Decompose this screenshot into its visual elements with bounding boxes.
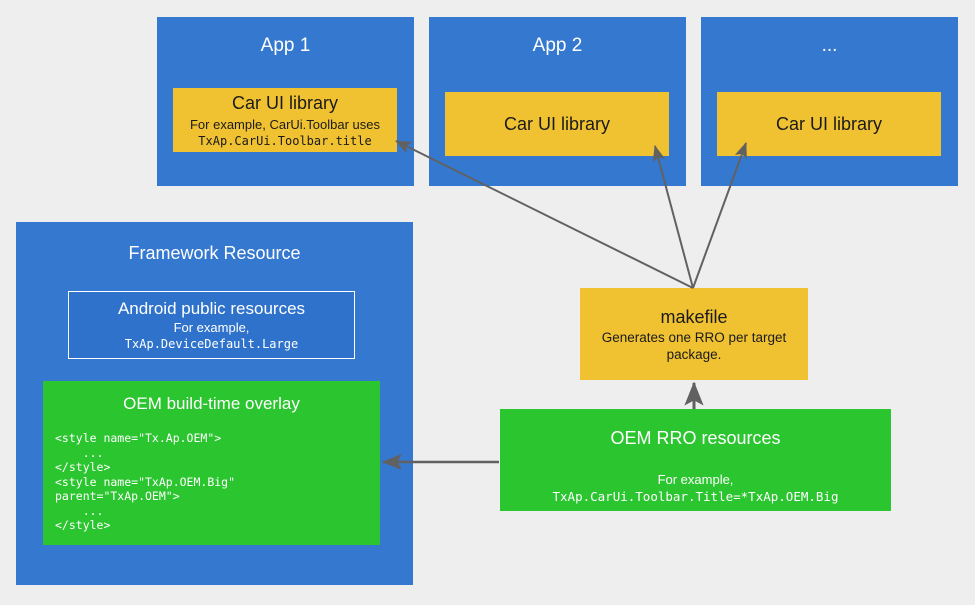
car-ui-library-title-3: Car UI library bbox=[775, 113, 882, 134]
android-public-resources-title: Android public resources bbox=[117, 299, 306, 318]
android-public-resources-code: TxAp.DeviceDefault.Large bbox=[124, 337, 299, 351]
android-public-resources-subtitle: For example, bbox=[173, 320, 250, 335]
car-ui-library-title-1: Car UI library bbox=[231, 92, 338, 113]
makefile-box: makefile Generates one RRO per target pa… bbox=[580, 288, 808, 380]
android-public-resources-box: Android public resources For example, Tx… bbox=[68, 291, 355, 359]
car-ui-library-box-3: Car UI library bbox=[717, 92, 941, 156]
car-ui-library-box-2: Car UI library bbox=[445, 92, 669, 156]
oem-rro-resources-box: OEM RRO resources For example, TxAp.CarU… bbox=[500, 409, 891, 511]
oem-build-time-overlay-title: OEM build-time overlay bbox=[123, 394, 300, 413]
oem-rro-resources-subtitle: For example, bbox=[657, 472, 734, 487]
makefile-subtitle: Generates one RRO per target package. bbox=[601, 330, 787, 362]
car-ui-library-subtitle-1: For example, CarUi.Toolbar uses bbox=[189, 116, 381, 132]
makefile-title: makefile bbox=[660, 307, 728, 327]
app-title-3: ... bbox=[821, 35, 838, 56]
oem-rro-resources-title: OEM RRO resources bbox=[610, 428, 781, 448]
app-title-1: App 1 bbox=[260, 35, 311, 56]
app-title-2: App 2 bbox=[532, 35, 583, 56]
oem-rro-resources-code: TxAp.CarUi.Toolbar.Title=*TxAp.OEM.Big bbox=[552, 489, 839, 504]
car-ui-library-title-2: Car UI library bbox=[503, 113, 610, 134]
oem-build-time-overlay-box: OEM build-time overlay <style name="Tx.A… bbox=[43, 381, 380, 545]
framework-resource-title: Framework Resource bbox=[128, 243, 301, 263]
oem-build-time-overlay-code: <style name="Tx.Ap.OEM"> ... </style> <s… bbox=[55, 431, 236, 532]
car-ui-library-box-1: Car UI library For example, CarUi.Toolba… bbox=[173, 88, 397, 152]
car-ui-library-code-1: TxAp.CarUi.Toolbar.title bbox=[198, 133, 372, 148]
